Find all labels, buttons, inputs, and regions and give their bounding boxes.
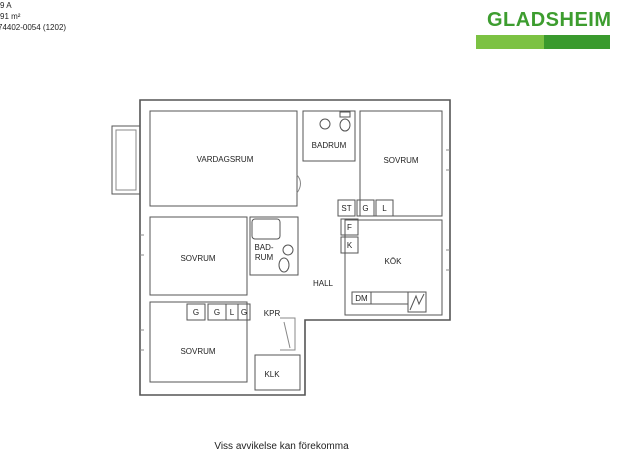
room-sovrum-bottom-outline (149, 301, 248, 383)
header-address: 9 A (0, 1, 12, 10)
fixture-g2-label: G (193, 308, 199, 317)
window-right-mid (446, 249, 450, 271)
kpr-rail (283, 321, 291, 349)
fixture-f-label: F (347, 223, 352, 232)
room-label-kok: KÖK (385, 257, 403, 266)
outer-wall (139, 99, 451, 396)
room-sovrum-top-right-outline (359, 110, 443, 217)
cistern-top (339, 111, 351, 118)
room-label-hall: HALL (313, 279, 334, 288)
window-left-mid (140, 234, 144, 256)
toilet-small (278, 257, 290, 273)
stove (407, 291, 427, 313)
fixture-g4-label: G (241, 308, 247, 317)
gladsheim-logo-bar (476, 35, 610, 49)
room-label-klk: KLK (264, 370, 280, 379)
room-vardagsrum-outline (149, 110, 298, 207)
door-hall-closet (280, 317, 296, 351)
logo-bar-dark (544, 35, 610, 49)
fixture-k-label: K (347, 241, 353, 250)
room-sovrum-middle-outline (149, 216, 248, 296)
room-badrum-small-outline (249, 216, 299, 276)
room-klk-outline (254, 354, 301, 391)
balcony-rail (115, 129, 137, 191)
disclaimer-footer: Viss avvikelse kan förekomma (214, 441, 349, 452)
header-object-number: 74402-0054 (1202) (0, 23, 67, 32)
sink-small (282, 244, 294, 256)
logo-bar-light (476, 35, 544, 49)
fixture-l1-label: L (382, 204, 387, 213)
window-left-bottom (140, 329, 144, 351)
toilet-top (339, 118, 351, 132)
room-label-sovrum-middle: SOVRUM (180, 254, 215, 263)
room-label-sovrum-bottom: SOVRUM (180, 347, 215, 356)
fixture-st-label: ST (341, 204, 351, 213)
stove-lines (409, 293, 425, 311)
fixture-k-box (340, 236, 359, 254)
fixture-g3-label: G (214, 308, 220, 317)
fixture-g4-box (237, 303, 251, 321)
fixture-l2-label: L (230, 308, 235, 317)
fixture-dm-label: DM (355, 294, 368, 303)
room-kok-outline (344, 219, 443, 316)
room-badrum-top-outline (302, 110, 356, 162)
room-label-sovrum-top-right: SOVRUM (383, 156, 418, 165)
bathtub (251, 218, 281, 240)
window-right-top (446, 149, 450, 171)
fixture-g1-label: G (362, 204, 368, 213)
room-label-badrum-small-2: RUM (255, 253, 274, 262)
sink-top (319, 118, 331, 130)
fixture-st-box (337, 199, 356, 217)
room-label-badrum-top: BADRUM (312, 141, 347, 150)
counter (370, 291, 409, 305)
gladsheim-logo-text: GLADSHEIM (487, 9, 612, 31)
room-label-badrum-small-1: BAD- (254, 243, 273, 252)
balcony (111, 125, 141, 195)
door-vardagsrum (296, 174, 301, 194)
fixture-l1-box (375, 199, 394, 217)
header-area: 91 m² (0, 12, 21, 21)
fixture-f-box (340, 218, 359, 236)
room-label-vardagsrum: VARDAGSRUM (197, 155, 254, 164)
fixture-g1-box (356, 199, 375, 217)
room-label-kpr: KPR (264, 309, 281, 318)
fixture-g2-box (186, 303, 206, 321)
